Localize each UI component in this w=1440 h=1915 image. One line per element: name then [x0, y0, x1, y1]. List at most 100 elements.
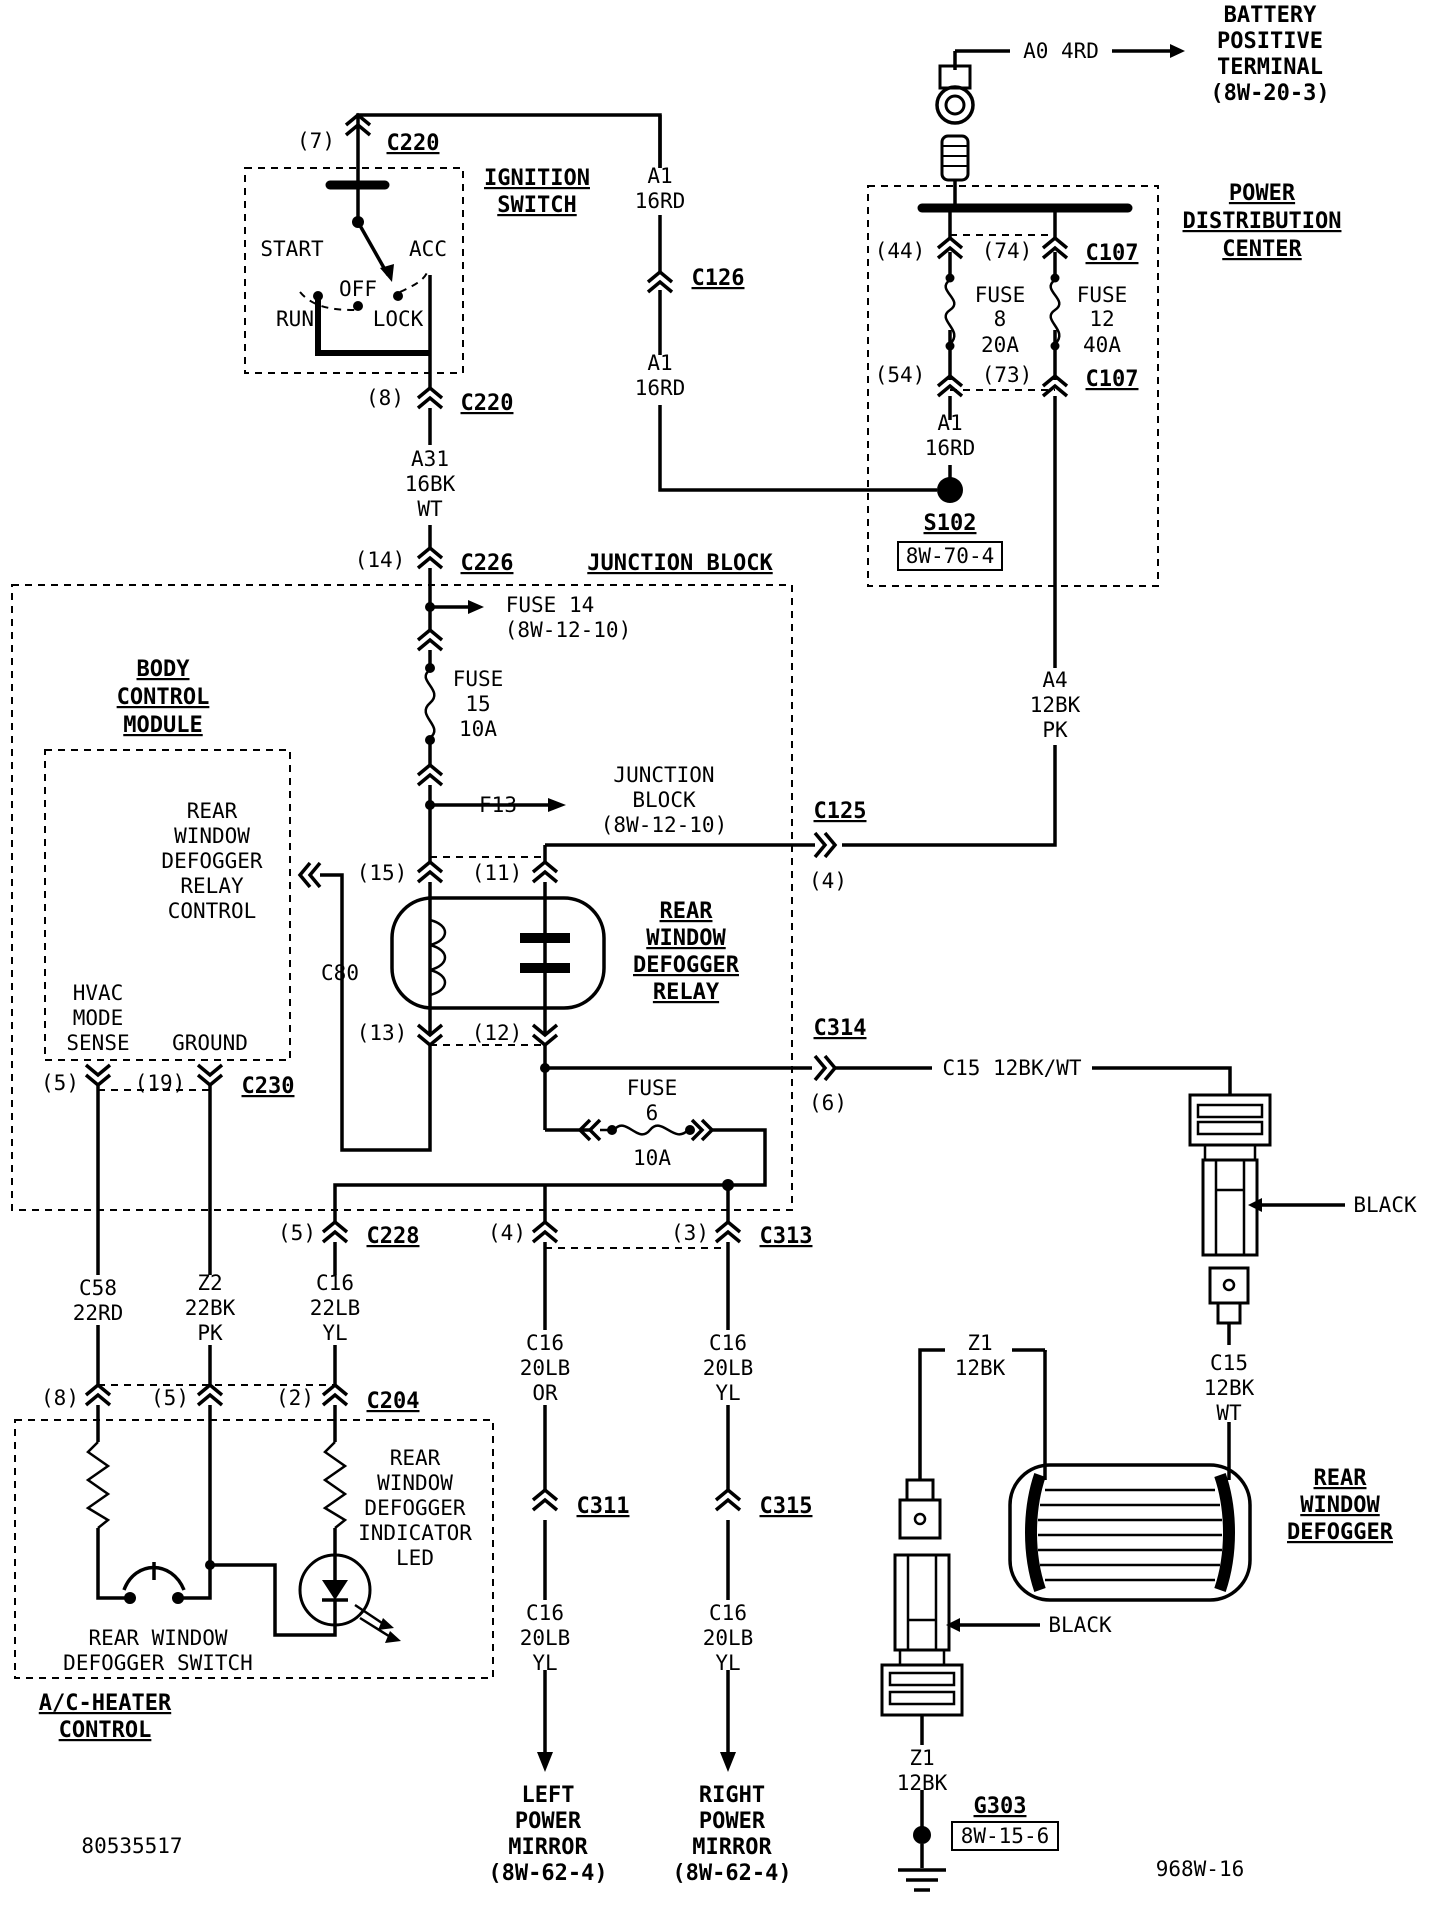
- f13-arrow-icon: [548, 798, 566, 812]
- svg-text:Z1: Z1: [909, 1746, 934, 1770]
- g303-ground-point: [913, 1826, 931, 1844]
- ignition-acc: ACC: [409, 237, 447, 261]
- svg-text:PK: PK: [1042, 718, 1068, 742]
- ignition-run-bus: [315, 298, 430, 356]
- node: [945, 341, 955, 351]
- junction-block-title: JUNCTION BLOCK: [587, 551, 773, 576]
- svg-text:BLOCK: BLOCK: [632, 788, 696, 812]
- c315-label: C315: [760, 1494, 813, 1519]
- svg-text:WT: WT: [1216, 1401, 1242, 1425]
- black1-label: BLACK: [1353, 1193, 1417, 1217]
- wire: [210, 1545, 348, 1637]
- c311-connector: [531, 1487, 559, 1512]
- svg-text:BATTERY: BATTERY: [1224, 3, 1317, 28]
- svg-text:12BK: 12BK: [897, 1771, 948, 1795]
- c228-connector: [321, 1219, 349, 1244]
- c58-resistor-icon: [85, 1441, 111, 1529]
- svg-text:20LB: 20LB: [703, 1626, 754, 1650]
- svg-text:DISTRIBUTION: DISTRIBUTION: [1183, 209, 1342, 234]
- svg-text:YL: YL: [715, 1381, 740, 1405]
- fuse6-output-bus: [333, 1183, 730, 1222]
- svg-text:YL: YL: [322, 1321, 347, 1345]
- fuse-8-icon: [944, 278, 956, 345]
- svg-text:Z1: Z1: [967, 1331, 992, 1355]
- relay-pin-11: (11): [472, 861, 523, 885]
- c126-label: C126: [692, 266, 745, 291]
- c15-connector-top-icon: [1188, 1093, 1272, 1257]
- c313-label: C313: [760, 1224, 813, 1249]
- pin-8: (8): [366, 386, 404, 410]
- svg-text:CENTER: CENTER: [1222, 237, 1302, 262]
- svg-text:C58: C58: [79, 1276, 117, 1300]
- svg-text:12: 12: [1089, 307, 1114, 331]
- svg-text:20LB: 20LB: [703, 1356, 754, 1380]
- a1-lower-label: A1 16RD: [635, 351, 686, 400]
- c16-yl-label: C16 20LB YL: [703, 1331, 754, 1405]
- svg-text:20LB: 20LB: [520, 1356, 571, 1380]
- bcm-hvac-label: HVAC MODE SENSE: [66, 981, 129, 1055]
- c15-lower-label: C15 12BK WT: [1204, 1351, 1255, 1425]
- s102-wire-name: A1: [937, 411, 962, 435]
- svg-text:(8W-12-10): (8W-12-10): [601, 813, 727, 837]
- wire: [96, 1405, 125, 1600]
- ignition-off: OFF: [339, 277, 377, 301]
- svg-text:22BK: 22BK: [185, 1296, 236, 1320]
- c16-22lb-label: C16 22LB YL: [310, 1271, 361, 1345]
- ground-symbol-icon: [898, 1868, 946, 1892]
- a4-wire-label: A4 12BK PK: [1030, 668, 1081, 742]
- led-light-rays-icon: [354, 1603, 393, 1640]
- c15-wire: [835, 1066, 1232, 1095]
- defogger-switch-icon: [122, 1562, 186, 1604]
- ignition-lock: LOCK: [373, 307, 424, 331]
- c107-bottom-connector: [936, 373, 1069, 398]
- c220-top-label: C220: [387, 131, 440, 156]
- c204-label: C204: [367, 1389, 420, 1414]
- battery-eyelet-icon: [935, 64, 975, 182]
- svg-text:RELAY: RELAY: [180, 874, 244, 898]
- battery-label: BATTERY POSITIVE TERMINAL (8W-20-3): [1210, 3, 1329, 106]
- svg-text:A4: A4: [1042, 668, 1067, 692]
- led-diode-icon: [322, 1580, 348, 1600]
- pin-14: (14): [355, 548, 406, 572]
- right-mirror-label: RIGHT POWER MIRROR (8W-62-4): [672, 1783, 791, 1886]
- svg-text:DEFOGGER: DEFOGGER: [364, 1496, 466, 1520]
- svg-text:C16: C16: [316, 1271, 354, 1295]
- fuse-6-icon: [600, 1124, 689, 1136]
- ignition-box: [244, 167, 464, 374]
- wire: [543, 843, 815, 862]
- battery-wire-label: A0 4RD: [1023, 39, 1099, 63]
- c126-connector: [646, 269, 674, 294]
- node: [353, 301, 363, 311]
- svg-text:FUSE: FUSE: [453, 667, 504, 691]
- fuse-8-label: FUSE 8 20A: [975, 283, 1026, 357]
- svg-text:C15: C15: [1210, 1351, 1248, 1375]
- relay-contact-icon: [520, 933, 570, 973]
- svg-text:FUSE: FUSE: [975, 283, 1026, 307]
- ignition-arc: [299, 269, 429, 311]
- pdc-box: [867, 185, 1159, 587]
- bcm-c80-connector: [297, 861, 322, 889]
- svg-text:POWER: POWER: [1229, 181, 1296, 206]
- svg-text:MODULE: MODULE: [123, 713, 202, 738]
- relay-body: [390, 896, 606, 1010]
- c230-label: C230: [242, 1074, 295, 1099]
- relay-pin-13: (13): [357, 1021, 408, 1045]
- ignition-start: START: [260, 237, 324, 261]
- svg-text:A31: A31: [411, 447, 449, 471]
- indicator-label: REAR WINDOW DEFOGGER INDICATOR LED: [358, 1446, 472, 1570]
- c204-pin-2: (2): [276, 1386, 314, 1410]
- z1-terminal-icon: [898, 1478, 942, 1540]
- fuse-12-icon: [1049, 278, 1061, 345]
- svg-text:CONTROL: CONTROL: [168, 899, 257, 923]
- footer-left-code: 80535517: [81, 1834, 182, 1858]
- c313-pin4-connector: [531, 1219, 559, 1244]
- c80-label: C80: [321, 961, 359, 985]
- svg-text:C16: C16: [709, 1601, 747, 1625]
- c313-pin-4: (4): [488, 1221, 526, 1245]
- svg-text:DEFOGGER SWITCH: DEFOGGER SWITCH: [63, 1651, 253, 1675]
- c16-or-label: C16 20LB OR: [520, 1331, 571, 1405]
- relay-coil-icon: [429, 918, 447, 997]
- z1-top-wire: [918, 1348, 1045, 1480]
- svg-text:POWER: POWER: [699, 1809, 766, 1834]
